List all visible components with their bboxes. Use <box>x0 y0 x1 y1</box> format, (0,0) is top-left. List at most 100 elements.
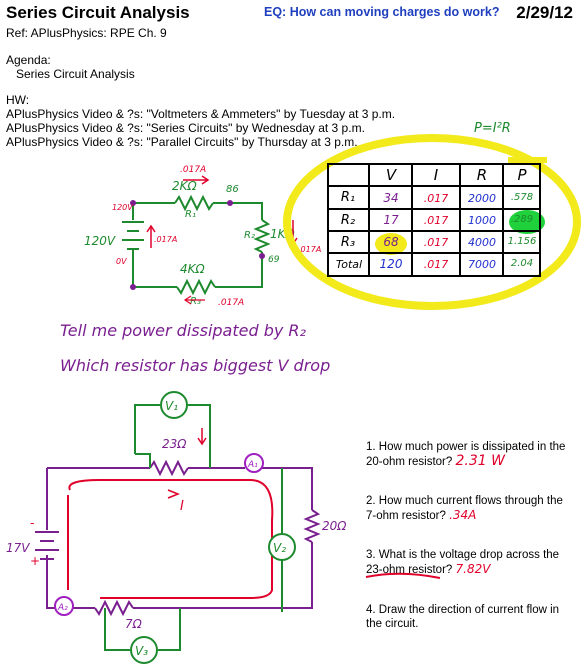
table-cell: 2.04 <box>510 258 534 269</box>
table-header-p: P <box>517 166 527 184</box>
resistor-r2-symbol <box>253 219 271 253</box>
table-cell: 120 <box>379 257 403 271</box>
v1-label: V₁ <box>165 399 178 413</box>
answer-underline <box>365 572 441 579</box>
resistor-20-symbol <box>303 509 321 543</box>
table-cell: .578 <box>510 192 534 203</box>
table-header-v: V <box>385 166 397 184</box>
table-row-label: R₁ <box>340 190 356 205</box>
table-header-i: I <box>433 166 439 184</box>
circuit1-wire <box>132 250 177 288</box>
answer-2: .34A <box>449 508 477 522</box>
ammeter-a1-icon <box>244 453 264 473</box>
reference-line: Ref: APlusPhysics: RPE Ch. 9 <box>6 26 167 40</box>
voltmeter-v1-icon <box>160 391 188 419</box>
resistor-20-label: 20Ω <box>322 519 347 533</box>
answer-3: 7.82V <box>455 562 491 576</box>
a2-label: A₂ <box>57 603 68 613</box>
current-i-label: I <box>180 499 184 514</box>
current-label-left: .017A <box>154 235 177 244</box>
prompt-line-2: Which resistor has biggest V drop <box>60 356 330 375</box>
hw-item: APlusPhysics Video & ?s: "Parallel Circu… <box>6 135 358 149</box>
resistor-7-label: 7Ω <box>125 617 143 631</box>
hw-item: APlusPhysics Video & ?s: "Voltmeters & A… <box>6 107 396 121</box>
table-cell: 1000 <box>468 214 496 227</box>
yellow-highlight-ellipse <box>283 134 581 310</box>
arrow-up-icon <box>146 224 156 233</box>
table-cell: 34 <box>383 191 399 205</box>
node-86-label: 86 <box>226 184 239 195</box>
resistor-r3-symbol <box>176 278 216 296</box>
table-cell: 2000 <box>468 192 496 205</box>
ammeter-a2-icon <box>54 596 74 616</box>
circuit1-wire <box>215 252 263 288</box>
r1-value-label: 2KΩ <box>172 179 198 193</box>
table-cell: 4000 <box>468 236 496 249</box>
current-label-top: .017A <box>180 165 206 175</box>
prompt-line-1: Tell me power dissipated by R₂ <box>60 321 307 340</box>
green-highlight-blob <box>509 210 545 234</box>
arrow-right-icon <box>201 175 210 185</box>
r2-name-label: R₂ <box>244 230 255 241</box>
voltmeter-v3-icon <box>130 636 158 664</box>
vipr-table: V I R P R₁ 34 .017 2000 .578 R₂ 17 .017 … <box>327 163 541 277</box>
node-dot <box>130 284 136 290</box>
a1-label: A₁ <box>247 460 258 470</box>
table-cell: .017 <box>423 192 449 205</box>
svg-text:+: + <box>30 554 40 568</box>
r1-name-label: R₁ <box>185 209 196 220</box>
svg-text:-: - <box>30 516 34 530</box>
table-row-label: Total <box>335 258 363 271</box>
circuit1-wire <box>132 202 175 220</box>
resistor-r1-symbol <box>174 194 214 212</box>
table-cell: 1.156 <box>507 236 537 247</box>
source-voltage-label: 120V <box>84 234 116 248</box>
node-dot <box>227 200 233 206</box>
page-title: Series Circuit Analysis <box>6 3 190 22</box>
hw-heading: HW: <box>6 93 30 107</box>
table-row-label: R₃ <box>340 235 356 250</box>
series-circuit-2 <box>35 404 321 651</box>
node-dot <box>259 253 265 259</box>
arrow-right-icon <box>167 489 181 499</box>
circuit1-wire <box>213 202 263 220</box>
question-3: 3. What is the voltage drop across the 2… <box>366 549 560 576</box>
battery-voltage-label: 17V <box>6 541 30 555</box>
page-date: 2/29/12 <box>516 3 573 22</box>
question-1: 1. How much power is dissipated in the 2… <box>366 441 566 469</box>
table-cell: 68 <box>383 235 399 249</box>
table-cell: .017 <box>423 258 449 271</box>
question-4: 4. Draw the direction of current flow in… <box>366 604 560 630</box>
agenda-heading: Agenda: <box>6 53 51 67</box>
table-header-r: R <box>476 166 488 184</box>
table-cell: .017 <box>423 214 449 227</box>
resistor-23-symbol <box>149 459 189 477</box>
power-formula: P=I²R <box>474 121 511 136</box>
resistor-23-label: 23Ω <box>162 437 187 451</box>
arrow-down-icon <box>197 437 207 446</box>
table-cell: 17 <box>383 213 399 227</box>
top-voltage-label: 120V <box>112 203 133 212</box>
current-label-bottom: .017A <box>218 298 244 308</box>
table-cell: .289 <box>510 214 534 225</box>
yellow-highlight-blob <box>375 233 407 255</box>
essential-question: EQ: How can moving charges do work? <box>264 5 500 19</box>
voltmeter-v2-icon <box>268 533 296 561</box>
v3-label: V₃ <box>135 644 148 658</box>
node-dot <box>130 200 136 206</box>
table-cell: 7000 <box>468 258 496 271</box>
v2-label: V₂ <box>273 541 286 555</box>
answer-1: 2.31 W <box>455 453 505 469</box>
r3-value-label: 4KΩ <box>180 262 206 276</box>
node-69-label: 69 <box>268 255 280 265</box>
hw-item: APlusPhysics Video & ?s: "Series Circuit… <box>6 121 365 135</box>
arrow-left-icon <box>183 295 192 305</box>
r3-name-label: R₃ <box>190 296 201 307</box>
agenda-item: Series Circuit Analysis <box>16 67 135 81</box>
table-cell: .017 <box>423 236 449 249</box>
current-label-right: .017A <box>298 245 321 254</box>
bottom-voltage-label: 0V <box>116 257 127 266</box>
resistor-7-symbol <box>94 599 134 617</box>
